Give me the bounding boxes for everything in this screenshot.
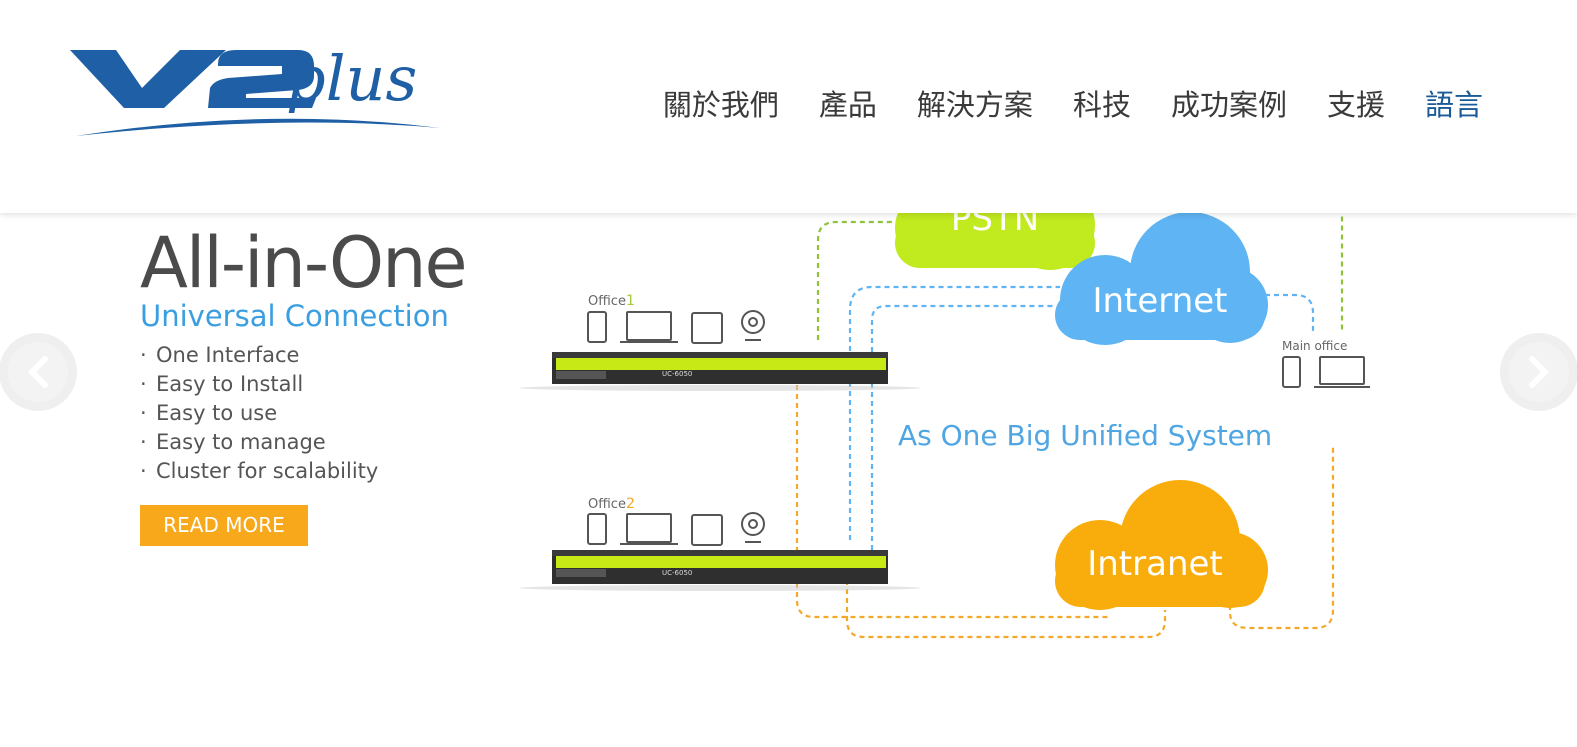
carousel-next-button[interactable] [1500,333,1577,411]
feature-item: Easy to use [140,399,378,428]
nav-item-solutions[interactable]: 解決方案 [916,88,1033,122]
main-office-devices [1282,356,1370,388]
internet-label: Internet [1092,281,1227,321]
hero-headline: All-in-One [140,222,468,304]
nav-item-technology[interactable]: 科技 [1072,88,1131,122]
phone-icon [587,513,607,545]
laptop-icon [1319,356,1365,385]
webcam-icon [741,310,765,334]
phone-icon [1282,356,1301,388]
deskphone-icon [691,312,723,344]
logo-script: plus [286,42,417,115]
office1-label: Office [588,294,626,309]
svg-text:UC-6050: UC-6050 [662,370,692,378]
uc-device-1: UC-6050 [520,352,920,391]
office1-devices [587,310,765,344]
chevron-right-icon [1509,342,1569,402]
main-nav: 關於我們 產品 解決方案 科技 成功案例 支援 語言 [663,82,1483,124]
office2-devices [587,512,765,546]
office2-number: 2 [626,496,635,512]
logo-mark: plus [70,42,440,136]
hero-subheadline: Universal Connection [140,299,449,333]
nav-item-support[interactable]: 支援 [1326,88,1385,122]
feature-item: Easy to Install [140,370,378,399]
nav-item-cases[interactable]: 成功案例 [1170,88,1287,122]
laptop-icon [626,513,672,543]
site-header: plus 關於我們 產品 解決方案 科技 成功案例 支援 語言 [0,0,1577,213]
svg-text:UC-6050: UC-6050 [662,569,692,577]
feature-item: One Interface [140,341,378,370]
uc-device-2: UC-6050 [520,550,920,591]
read-more-button[interactable]: READ MORE [140,505,308,546]
nav-item-language[interactable]: 語言 [1424,88,1483,122]
office2-label: Office [588,497,626,512]
laptop-icon [626,311,672,341]
nav-item-products[interactable]: 產品 [818,88,877,122]
deskphone-icon [691,514,723,546]
carousel-prev-button[interactable] [0,333,77,411]
internet-cloud [1055,212,1268,345]
intranet-cloud [1055,480,1268,610]
main-office-label: Main office [1282,339,1347,353]
webcam-icon [741,512,765,536]
feature-list: One Interface Easy to Install Easy to us… [140,341,378,486]
chevron-left-icon [8,342,68,402]
v2plus-logo[interactable]: plus [68,36,448,146]
office1-number: 1 [626,293,635,309]
feature-item: Cluster for scalability [140,457,378,486]
unified-caption: As One Big Unified System [898,419,1272,452]
feature-item: Easy to manage [140,428,378,457]
nav-item-about[interactable]: 關於我們 [662,88,779,122]
phone-icon [587,311,607,343]
intranet-label: Intranet [1087,544,1223,584]
